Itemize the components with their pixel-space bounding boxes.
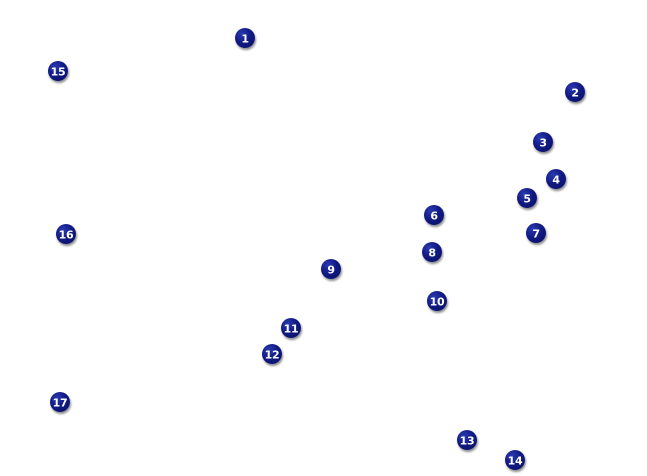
marker-16[interactable]: 16 [56,224,76,244]
marker-3[interactable]: 3 [533,132,553,152]
marker-5[interactable]: 5 [517,188,537,208]
marker-15[interactable]: 15 [48,61,68,81]
marker-12[interactable]: 12 [262,344,282,364]
marker-9[interactable]: 9 [321,259,341,279]
marker-7[interactable]: 7 [526,223,546,243]
marker-7-label: 7 [532,227,540,240]
marker-13[interactable]: 13 [457,430,477,450]
marker-13-label: 13 [459,434,475,447]
marker-2-label: 2 [571,86,579,99]
marker-5-label: 5 [523,192,531,205]
marker-16-label: 16 [58,228,74,241]
marker-8[interactable]: 8 [422,242,442,262]
marker-17[interactable]: 17 [50,392,70,412]
marker-10-label: 10 [429,295,445,308]
marker-17-label: 17 [52,396,68,409]
marker-11-label: 11 [283,322,299,335]
marker-2[interactable]: 2 [565,82,585,102]
marker-4[interactable]: 4 [546,169,566,189]
marker-11[interactable]: 11 [281,318,301,338]
marker-14-label: 14 [507,454,523,467]
marker-9-label: 9 [327,263,335,276]
marker-10[interactable]: 10 [427,291,447,311]
marker-1[interactable]: 1 [235,28,255,48]
marker-4-label: 4 [552,173,560,186]
marker-14[interactable]: 14 [505,450,525,470]
marker-12-label: 12 [264,348,280,361]
marker-6[interactable]: 6 [424,205,444,225]
marker-6-label: 6 [430,209,438,222]
marker-1-label: 1 [241,32,249,45]
marker-3-label: 3 [539,136,547,149]
marker-15-label: 15 [50,65,66,78]
marker-8-label: 8 [428,246,436,259]
